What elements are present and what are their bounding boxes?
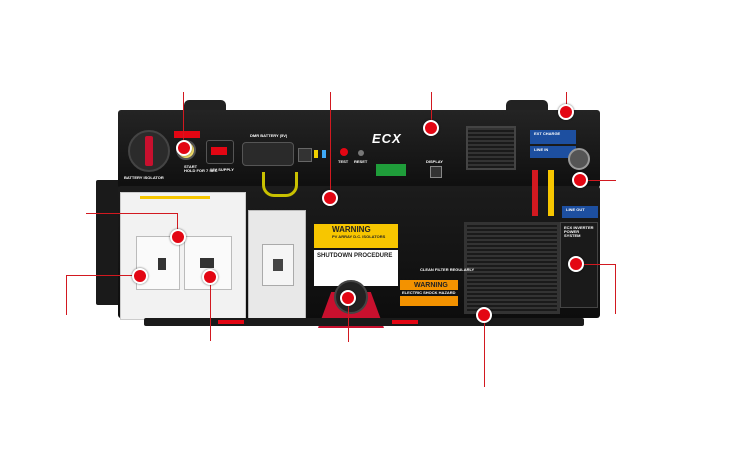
ext-charge-label: EXT CHARGE [534,131,561,136]
leader-line [348,298,349,342]
dmr-battery-compartment [242,142,294,166]
leader-line [330,92,331,192]
hotspot-compliance-label[interactable] [423,120,439,136]
main-fan-vent [464,222,560,314]
inverter-title: ECX INVERTER POWER SYSTEM [564,225,594,238]
test-button[interactable] [340,148,348,156]
leader-line [431,92,432,128]
shock-hazard-text: ELECTRIC SHOCK HAZARD [400,290,458,296]
pv-isolator-switch[interactable] [262,244,294,286]
yellow-strip [140,196,210,199]
shutdown-title: SHUTDOWN PROCEDURE [317,253,393,259]
start-label: START HOLD FOR 7 SEC [184,164,218,173]
hotspot-anderson-connector[interactable] [572,172,588,188]
hotspot-top-handle[interactable] [558,104,574,120]
earth-cable [262,172,298,197]
clean-filter-label: CLEAN FILTER REGULARLY [420,267,475,272]
leader-line [615,264,616,314]
brand-logo: ECX [372,131,402,146]
leader-line [86,213,178,214]
start-sticker [174,131,200,138]
warning-sticker: WARNING PV ARRAY D.C. ISOLATORS [314,224,398,248]
line-in-label: LINE IN [534,147,549,152]
usb-port[interactable] [298,148,312,162]
battery-isolator-knob[interactable] [128,130,170,172]
leader-line [576,264,616,265]
v12-supply-label: 12V SUPPLY [210,167,234,172]
hotspot-mcb-breaker[interactable] [202,269,218,285]
leader-line [484,315,485,387]
cable-yellow [548,170,554,216]
line-in-plate: LINE IN [530,146,576,158]
leader-line [183,92,184,147]
warning-title: WARNING [332,225,371,234]
upper-control-panel [118,110,600,188]
leader-line [210,277,211,341]
top-fan-vent [466,126,516,170]
battery-isolator-label: BATTERY ISOLATOR [124,175,164,180]
ext-charge-plate: EXT CHARGE [530,130,576,144]
top-handle-left [184,100,226,112]
line-out-plate: LINE OUT [562,206,598,218]
leader-line [177,213,178,235]
leader-line [66,275,67,315]
hotspot-fan-vent[interactable] [476,307,492,323]
hotspot-rcbo-breaker[interactable] [132,268,148,284]
indicator-led [322,150,326,158]
hotspot-rcbo-indicator[interactable] [170,229,186,245]
leader-line [584,180,616,181]
terminal-block [376,164,406,176]
rcbo-toggle[interactable] [158,258,166,270]
base-red-strip [218,320,244,324]
warning2-title: WARNING [414,282,448,289]
reset-button[interactable] [358,150,364,156]
anderson-connector[interactable] [568,148,590,170]
mcb-toggle[interactable] [200,258,214,268]
line-out-label: LINE OUT [566,207,585,212]
display-label: DISPLAY [426,159,443,164]
hotspot-red-knob[interactable] [340,290,356,306]
black-knob[interactable] [334,280,368,314]
leader-line [66,275,140,276]
indicator-led [314,150,318,158]
display-port[interactable] [430,166,442,178]
shock-warning-sticker: WARNING ELECTRIC SHOCK HAZARD [400,280,458,306]
test-label: TEST [338,159,349,164]
cable-red [532,170,538,216]
leader-line [566,92,567,112]
top-handle-right [506,100,548,112]
hotspot-info-panel[interactable] [568,256,584,272]
hotspot-pv-input[interactable] [322,190,338,206]
pv-isolator-text: PV ARRAY D.C. ISOLATORS [332,234,386,239]
hotspot-start-button[interactable] [176,140,192,156]
voltage-display [206,140,234,164]
dmr-battery-label: DMR BATTERY (5V) [250,133,288,138]
base-red-strip [392,320,418,324]
base-rail [144,318,584,326]
reset-label: RESET [354,159,368,164]
